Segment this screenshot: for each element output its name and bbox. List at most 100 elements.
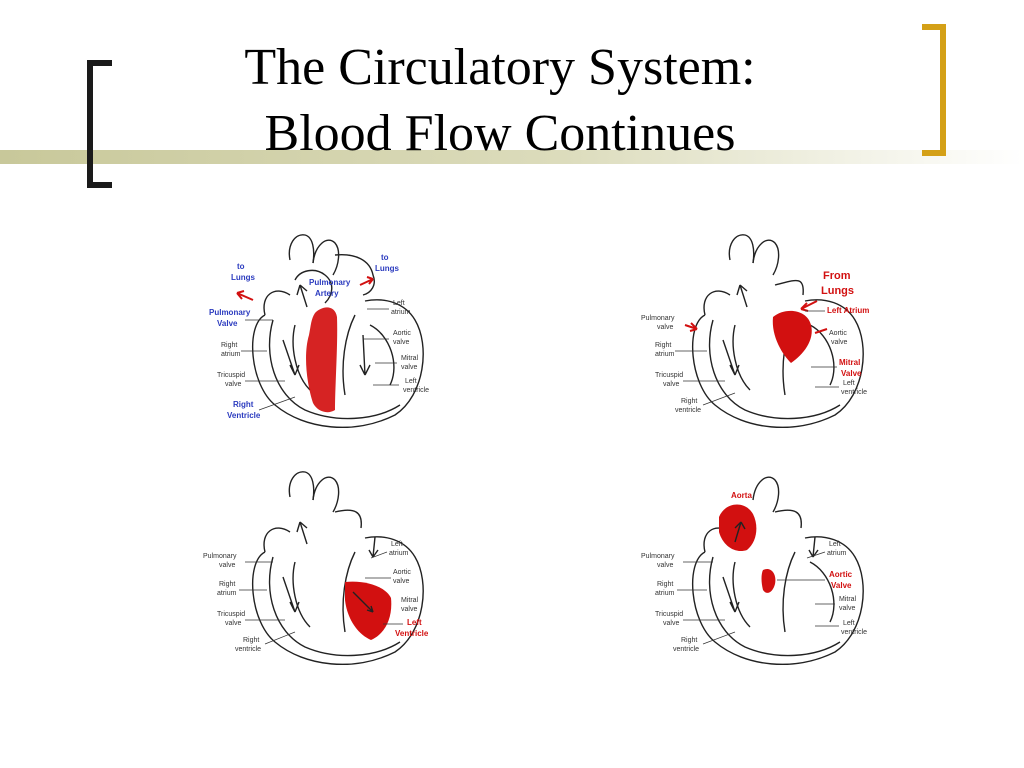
svg-text:Left: Left	[407, 618, 422, 627]
diagram-aorta: Aorta Pulmonary valve Left atrium Right …	[635, 462, 905, 682]
svg-text:Pulmonary: Pulmonary	[309, 278, 351, 287]
label-aortic-valve-2: valve	[393, 578, 409, 585]
svg-text:Aortic: Aortic	[393, 330, 411, 337]
label-tricuspid-valve-1: Tricuspid	[655, 372, 683, 379]
label-right-atrium-2: atrium	[655, 351, 675, 358]
label-aorta: Aorta	[731, 491, 752, 500]
svg-text:Ventricle: Ventricle	[227, 411, 261, 420]
svg-text:Tricuspid: Tricuspid	[217, 372, 245, 379]
svg-text:Valve: Valve	[841, 369, 862, 378]
heart-outline-icon	[252, 471, 424, 666]
svg-text:Right: Right	[243, 637, 259, 644]
label-lungs: Lungs	[821, 285, 854, 297]
label-right-atrium-2: atrium	[221, 351, 241, 358]
svg-text:to: to	[381, 253, 389, 262]
label-right-atrium-1: Right	[219, 581, 235, 588]
label-from: From	[823, 270, 851, 282]
svg-text:valve: valve	[225, 381, 241, 388]
label-left-atrium-1: Left	[393, 300, 405, 307]
diagram-left-ventricle: Pulmonary valve Left atrium Right atrium…	[195, 462, 465, 682]
label-left-atrium-2: atrium	[389, 550, 409, 557]
label-right-ventricle-1: Right	[681, 398, 697, 405]
label-left-atrium-1: Left	[391, 541, 403, 548]
svg-text:Mitral: Mitral	[401, 597, 419, 604]
label-lungs: Lungs	[231, 273, 256, 282]
svg-text:valve: valve	[393, 339, 409, 346]
svg-text:Tricuspid: Tricuspid	[217, 611, 245, 618]
label-pulmonary-valve-2: valve	[657, 562, 673, 569]
svg-text:valve: valve	[225, 620, 241, 627]
svg-text:atrium: atrium	[221, 351, 241, 358]
left-bracket-icon	[87, 60, 112, 188]
svg-text:Artery: Artery	[315, 289, 339, 298]
label-mitral-valve-2: valve	[401, 364, 417, 371]
svg-text:Mitral: Mitral	[401, 355, 419, 362]
svg-text:valve: valve	[401, 364, 417, 371]
label-left-atrium: Left Atrium	[827, 306, 869, 315]
label-right-atrium-1: Right	[657, 581, 673, 588]
label-pulmonary-valve-1: Pulmonary	[641, 315, 675, 322]
slide-title-line-1: The Circulatory System:	[244, 39, 756, 96]
label-aortic-valve-1: Aortic	[829, 330, 847, 337]
svg-text:ventricle: ventricle	[841, 389, 867, 396]
svg-text:Pulmonary: Pulmonary	[641, 553, 675, 560]
label-aortic-valve-2: Valve	[831, 581, 852, 590]
label-to: to	[237, 262, 245, 271]
svg-text:Tricuspid: Tricuspid	[655, 611, 683, 618]
svg-text:valve: valve	[657, 562, 673, 569]
label-tricuspid-valve-1: Tricuspid	[217, 372, 245, 379]
svg-text:Right: Right	[221, 342, 237, 349]
label-left-ventricle-2: ventricle	[841, 629, 867, 636]
label-right-ventricle-2: Ventricle	[227, 411, 261, 420]
label-pulmonary-valve-2: valve	[219, 562, 235, 569]
label-left-ventricle-1: Left	[843, 620, 855, 627]
label-pulmonary-valve-1: Pulmonary	[203, 553, 237, 560]
label-pulmonary-valve-1: Pulmonary	[209, 308, 251, 317]
svg-text:Right: Right	[219, 581, 235, 588]
label-left-ventricle-1: Left	[407, 618, 422, 627]
svg-text:ventricle: ventricle	[235, 646, 261, 653]
label-pulmonary-valve-2: Valve	[217, 319, 238, 328]
label-pulmonary-valve-2: valve	[657, 324, 673, 331]
svg-text:Ventricle: Ventricle	[395, 629, 429, 638]
svg-text:Mitral: Mitral	[839, 596, 857, 603]
svg-text:atrium: atrium	[391, 309, 411, 316]
label-pulmonary-artery-1: Pulmonary	[309, 278, 351, 287]
svg-text:atrium: atrium	[217, 590, 237, 597]
label-tricuspid-valve-2: valve	[225, 381, 241, 388]
svg-text:Left Atrium: Left Atrium	[827, 306, 869, 315]
svg-text:Pulmonary: Pulmonary	[203, 553, 237, 560]
svg-text:valve: valve	[219, 562, 235, 569]
svg-text:valve: valve	[663, 381, 679, 388]
label-tricuspid-valve-1: Tricuspid	[655, 611, 683, 618]
svg-text:Right: Right	[233, 400, 254, 409]
label-left-ventricle-2: ventricle	[403, 387, 429, 394]
svg-text:valve: valve	[393, 578, 409, 585]
heart-outline-icon	[252, 234, 424, 429]
label-right-atrium-1: Right	[221, 342, 237, 349]
label-left-atrium-1: Left	[829, 541, 841, 548]
blood-flow-highlight-aortic-valve	[761, 568, 776, 593]
svg-text:Tricuspid: Tricuspid	[655, 372, 683, 379]
label-right-atrium-2: atrium	[655, 590, 675, 597]
label-lungs: Lungs	[375, 264, 400, 273]
label-pulmonary-valve-1: Pulmonary	[641, 553, 675, 560]
svg-text:Left: Left	[405, 378, 417, 385]
svg-text:valve: valve	[401, 606, 417, 613]
label-aortic-valve-2: valve	[393, 339, 409, 346]
svg-text:Aortic: Aortic	[829, 570, 853, 579]
svg-text:Aortic: Aortic	[393, 569, 411, 576]
label-right-ventricle-1: Right	[681, 637, 697, 644]
blood-flow-highlight	[772, 310, 812, 363]
svg-text:Left: Left	[393, 300, 405, 307]
svg-text:Mitral: Mitral	[839, 358, 860, 367]
svg-text:atrium: atrium	[827, 550, 847, 557]
heart-outline-icon	[692, 476, 864, 666]
arrow-to-lungs-right-icon	[359, 276, 374, 286]
label-right-ventricle-2: ventricle	[675, 407, 701, 414]
arrow-up-icon	[734, 521, 746, 543]
svg-text:ventricle: ventricle	[675, 407, 701, 414]
svg-text:Right: Right	[657, 581, 673, 588]
label-left-ventricle-1: Left	[843, 380, 855, 387]
